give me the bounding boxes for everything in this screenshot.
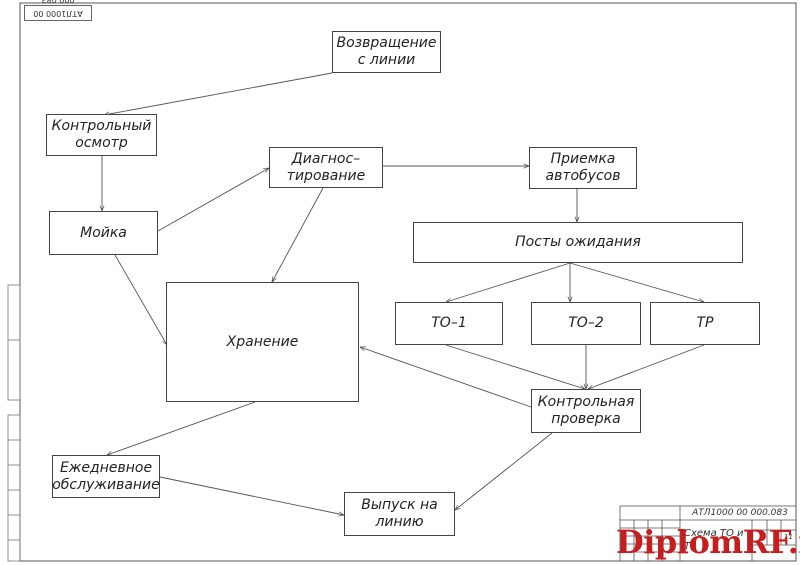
arrow-wash-to-diagnostics [157, 168, 269, 232]
node-control-check: Контрольная проверка [531, 389, 641, 433]
node-control-inspection: Контрольный осмотр [46, 114, 157, 156]
title-block-title: Схема ТО и ТР [684, 528, 744, 552]
node-waiting-posts: Посты ожидания [413, 222, 743, 263]
node-diagnostics: Диагнос– тирование [269, 147, 383, 188]
arrow-check-to-storage [360, 347, 532, 408]
arrow-waiting-to-to1 [446, 262, 571, 302]
node-release-to-line: Выпуск на линию [344, 492, 455, 536]
arrow-check-to-release [455, 432, 553, 510]
node-daily-maintenance: Ежедневное обслуживание [52, 455, 160, 498]
node-to2: ТО–2 [531, 302, 641, 345]
title-block [619, 505, 797, 562]
drawing-code-stamp: АТЛ1000 00 000.083 [24, 0, 92, 21]
title-block-sheet-number: 11 [784, 533, 793, 541]
arrow-wash-to-storage [114, 254, 167, 345]
left-margin-stamps [7, 284, 21, 562]
arrow-storage-to-daily [107, 401, 256, 455]
arrow-daily-to-release [159, 476, 344, 515]
node-wash: Мойка [49, 211, 158, 255]
arrow-tr-to-check [588, 344, 705, 389]
outer-frame [19, 2, 797, 562]
arrow-waiting-to-tr [569, 262, 704, 302]
node-bus-acceptance: Приемка автобусов [529, 147, 637, 189]
node-tr: ТР [650, 302, 760, 345]
title-block-code: АТЛ1000 00 000.083 [692, 508, 788, 518]
connectors [102, 72, 705, 515]
node-to1: ТО–1 [395, 302, 503, 345]
arrow-to1-to-check [445, 344, 585, 389]
diplomrf-watermark: DiplomRF.ru [616, 523, 800, 561]
node-storage: Хранение [166, 282, 359, 402]
arrow-return-to-inspection [104, 72, 333, 115]
arrow-diagnostics-to-storage [272, 187, 324, 282]
node-return-from-line: Возвращение с линии [332, 31, 441, 73]
